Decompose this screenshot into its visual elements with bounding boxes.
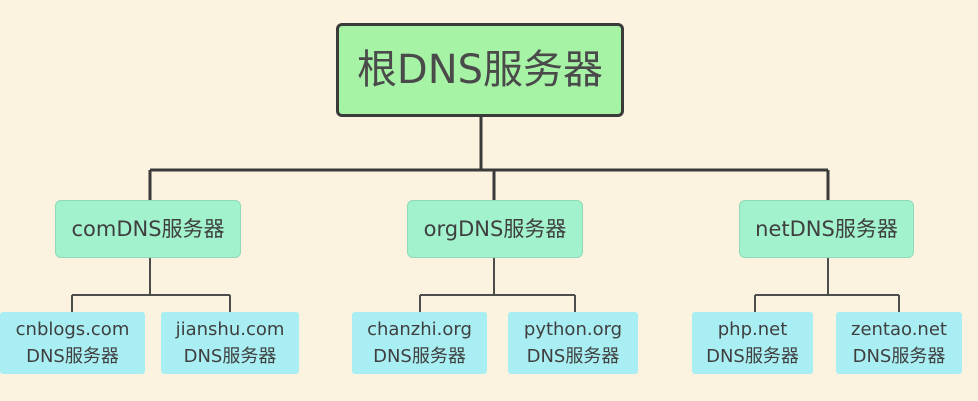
chanzhi-dns-server-node: chanzhi.org DNS服务器: [352, 312, 487, 374]
leaf-suffix-label: DNS服务器: [852, 346, 946, 367]
leaf-suffix-label: DNS服务器: [706, 346, 799, 367]
leaf-suffix-label: DNS服务器: [526, 346, 620, 367]
leaf-domain-label: cnblogs.com: [15, 319, 130, 340]
cnblogs-dns-server-node: cnblogs.com DNS服务器: [0, 312, 145, 374]
leaf-domain-label: zentao.net: [851, 319, 947, 340]
leaf-suffix-label: DNS服务器: [373, 346, 466, 367]
org-dns-server-node: orgDNS服务器: [407, 200, 583, 258]
leaf-domain-label: jianshu.com: [175, 319, 285, 340]
leaf-suffix-label: DNS服务器: [26, 346, 119, 367]
python-dns-server-node: python.org DNS服务器: [508, 312, 638, 374]
net-dns-server-node: netDNS服务器: [739, 200, 914, 258]
root-dns-server-node: 根DNS服务器: [336, 23, 624, 117]
leaf-domain-label: php.net: [717, 319, 788, 340]
zentao-dns-server-node: zentao.net DNS服务器: [836, 312, 962, 374]
leaf-suffix-label: DNS服务器: [183, 346, 277, 367]
leaf-domain-label: chanzhi.org: [367, 319, 472, 340]
jianshu-dns-server-node: jianshu.com DNS服务器: [161, 312, 299, 374]
com-dns-server-node: comDNS服务器: [55, 200, 241, 258]
leaf-domain-label: python.org: [523, 319, 623, 340]
php-dns-server-node: php.net DNS服务器: [692, 312, 813, 374]
